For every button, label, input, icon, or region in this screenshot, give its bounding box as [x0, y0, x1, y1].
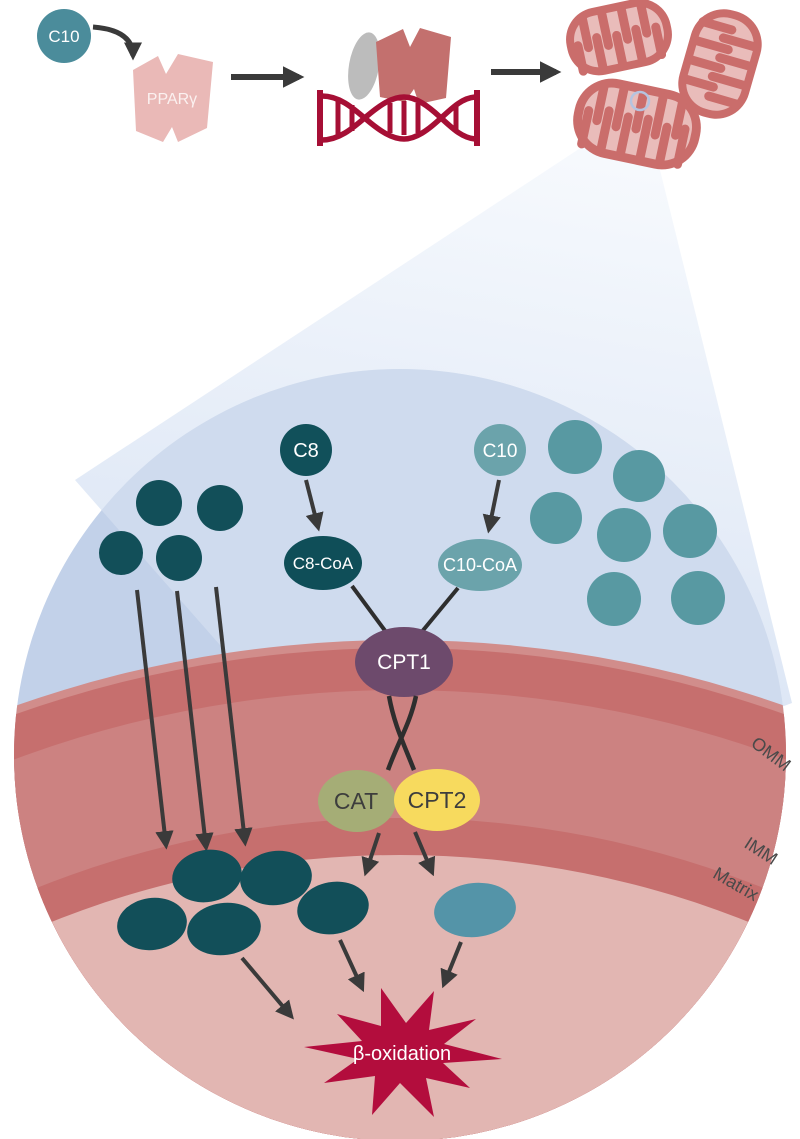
- beta-oxidation-star: [304, 988, 502, 1117]
- mitochondrion-cross-section: C8 C8-CoA C10 C10-CoA CPT1 CAT CPT2: [14, 369, 795, 1139]
- beta-oxidation-arrows: [240, 939, 463, 1020]
- c10-ligand-circle: [37, 9, 91, 63]
- beta-oxidation-label: β-oxidation: [353, 1043, 451, 1065]
- cpt1-label: CPT1: [377, 651, 431, 674]
- ppar-gamma-shape: [133, 54, 213, 142]
- c10coa-label: C10-CoA: [443, 555, 517, 575]
- cat-label: CAT: [334, 788, 378, 814]
- cat-ellipse: [318, 770, 396, 832]
- cpt1-crossing-lines: [385, 695, 419, 771]
- c10-label: C10: [483, 441, 518, 462]
- c8-circle: [280, 424, 332, 476]
- zoom-origin-marker: [629, 90, 651, 112]
- matrix-region: [14, 855, 786, 1139]
- membrane-export-arrows: [361, 831, 436, 877]
- cofactor-ellipse: [348, 32, 380, 100]
- coa-to-cpt1-lines: [350, 584, 460, 636]
- cpt2-ellipse: [394, 769, 480, 831]
- cpt2-label: CPT2: [408, 787, 467, 813]
- bound-receptor-shape: [376, 28, 451, 104]
- c10-circle: [474, 424, 526, 476]
- c8-to-c8coa-arrow: [304, 479, 324, 532]
- c10-to-c10coa-arrow: [482, 479, 501, 534]
- matrix-c10coa-ellipse: [434, 882, 516, 938]
- matrix-c8coa-pool: [117, 849, 369, 956]
- c8-label: C8: [293, 440, 319, 462]
- ligand-binding-arrow: [92, 24, 142, 61]
- mitochondrion-icon-2: [678, 9, 762, 119]
- c10-ligand-label: C10: [48, 27, 79, 46]
- ppar-gamma-label: PPARγ: [147, 91, 197, 108]
- c8coa-ellipse: [284, 536, 362, 590]
- c8-molecule-cluster: [99, 480, 243, 581]
- diffusion-arrows: [135, 586, 253, 852]
- top-pathway-row: C10 PPARγ: [37, 0, 762, 170]
- c8coa-label: C8-CoA: [293, 554, 354, 573]
- dna-icon: [317, 90, 480, 146]
- mitochondrion-icon-1: [566, 0, 672, 76]
- mitochondrion-icon-3: [573, 78, 701, 170]
- c10coa-ellipse: [438, 539, 522, 591]
- cpt1-ellipse: [355, 627, 453, 697]
- transcription-complex: [317, 28, 480, 146]
- c10-molecule-cluster: [530, 420, 725, 626]
